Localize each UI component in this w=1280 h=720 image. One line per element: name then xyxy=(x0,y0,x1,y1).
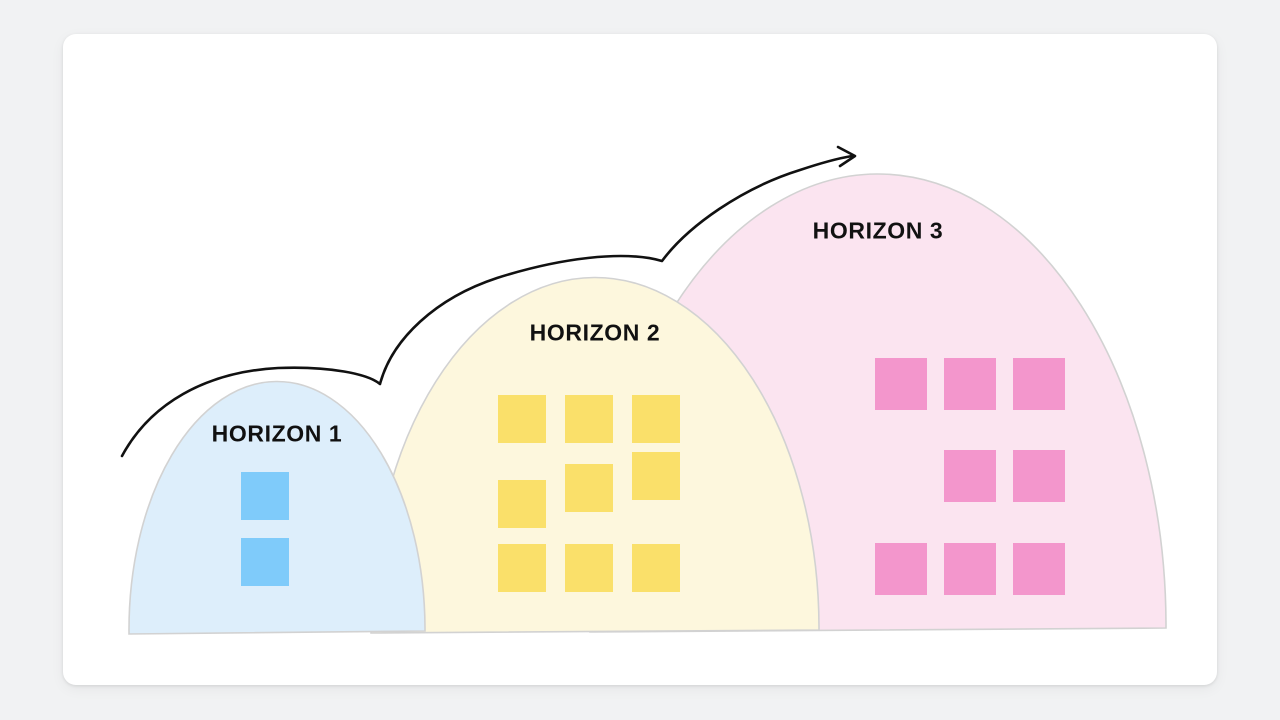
horizon-2-tiles xyxy=(498,395,680,592)
horizon-1-tiles xyxy=(241,472,289,586)
tile xyxy=(632,395,680,443)
tile xyxy=(498,544,546,592)
tile xyxy=(241,538,289,586)
tile xyxy=(241,472,289,520)
growth-arrow xyxy=(120,145,857,458)
tile xyxy=(498,480,546,528)
tile xyxy=(944,450,996,502)
tile xyxy=(565,544,613,592)
tile xyxy=(632,452,680,500)
horizon-2-shape xyxy=(370,276,820,634)
tile xyxy=(875,358,927,410)
tile xyxy=(944,358,996,410)
growth-arrow-line xyxy=(120,154,854,458)
tile xyxy=(565,464,613,512)
tile xyxy=(1013,358,1065,410)
tile xyxy=(632,544,680,592)
tile xyxy=(498,395,546,443)
tile xyxy=(875,543,927,595)
horizon-2-dome xyxy=(370,276,820,634)
tile xyxy=(1013,543,1065,595)
tile xyxy=(944,543,996,595)
tile xyxy=(565,395,613,443)
growth-arrow-head-icon xyxy=(836,145,857,168)
tile xyxy=(1013,450,1065,502)
horizon-3-tiles xyxy=(875,358,1065,595)
